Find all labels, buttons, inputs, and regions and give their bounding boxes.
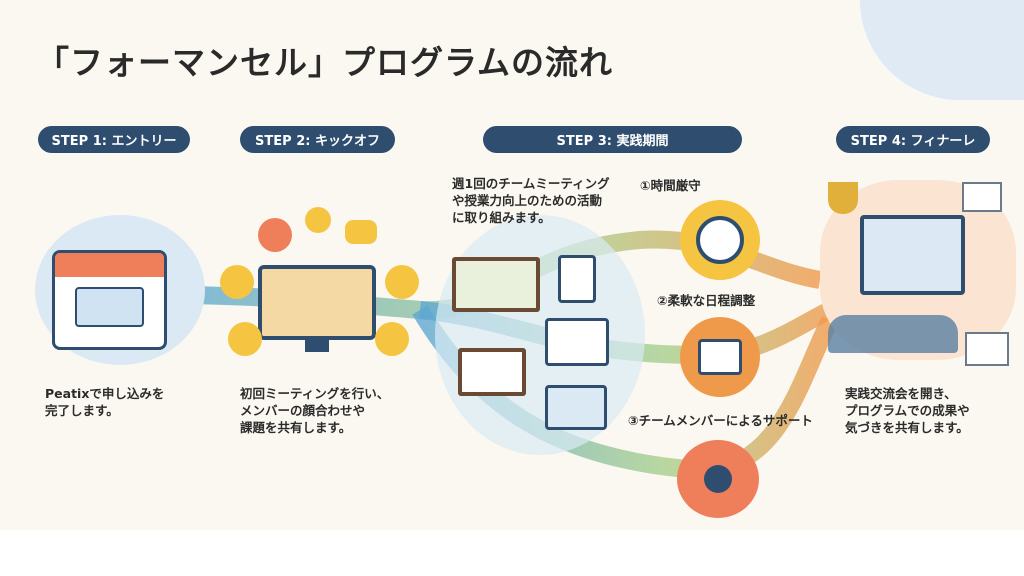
page-title: 「フォーマンセル」プログラムの流れ — [36, 43, 614, 82]
whiteboard-icon — [452, 257, 540, 312]
bottom-band — [0, 530, 1024, 576]
step1-label: STEP 1: エントリー — [38, 126, 190, 153]
avatar — [385, 265, 419, 299]
calendar-icon — [52, 250, 167, 350]
step1-description: Peatixで申し込みを 完了します。 — [45, 386, 165, 418]
monitor-stand — [305, 340, 329, 352]
step3-label: STEP 3: 実践期間 — [483, 126, 742, 153]
clipboard-icon — [558, 255, 596, 303]
avatar — [228, 322, 262, 356]
online-chat-icon — [545, 385, 607, 430]
avatar — [220, 265, 254, 299]
trophy-icon — [828, 182, 858, 214]
avatar — [375, 322, 409, 356]
stage-screen-icon — [860, 215, 965, 295]
point-team-support: ③チームメンバーによるサポート — [628, 413, 813, 428]
corner-decoration — [860, 0, 1024, 100]
team-support-icon — [677, 440, 759, 518]
step2-label: STEP 2: キックオフ — [240, 126, 395, 153]
chat-bubble-icon — [345, 220, 377, 244]
certificate-icon — [962, 182, 1002, 212]
audience-icon — [828, 315, 958, 353]
step2-description: 初回ミーティングを行い、 メンバーの顔合わせや 課題を共有します。 — [240, 386, 390, 435]
point-flexible-schedule: ②柔軟な日程調整 — [657, 293, 756, 308]
step3-description: 週1回のチームミーティング や授業力向上のための活動 に取り組みます。 — [452, 176, 610, 225]
lightbulb-icon — [305, 207, 331, 233]
avatar — [258, 218, 292, 252]
dashboard-icon — [545, 318, 609, 366]
point-punctuality: ①時間厳守 — [640, 178, 701, 193]
calendar-gear-icon — [680, 317, 760, 397]
step4-label: STEP 4: フィナーレ — [836, 126, 990, 153]
video-call-monitor-icon — [258, 265, 376, 340]
step4-description: 実践交流会を開き、 プログラムでの成果や 気づきを共有します。 — [845, 386, 970, 435]
presentation-board-icon — [458, 348, 526, 396]
certificate-icon — [965, 332, 1009, 366]
stopwatch-icon — [680, 200, 760, 280]
